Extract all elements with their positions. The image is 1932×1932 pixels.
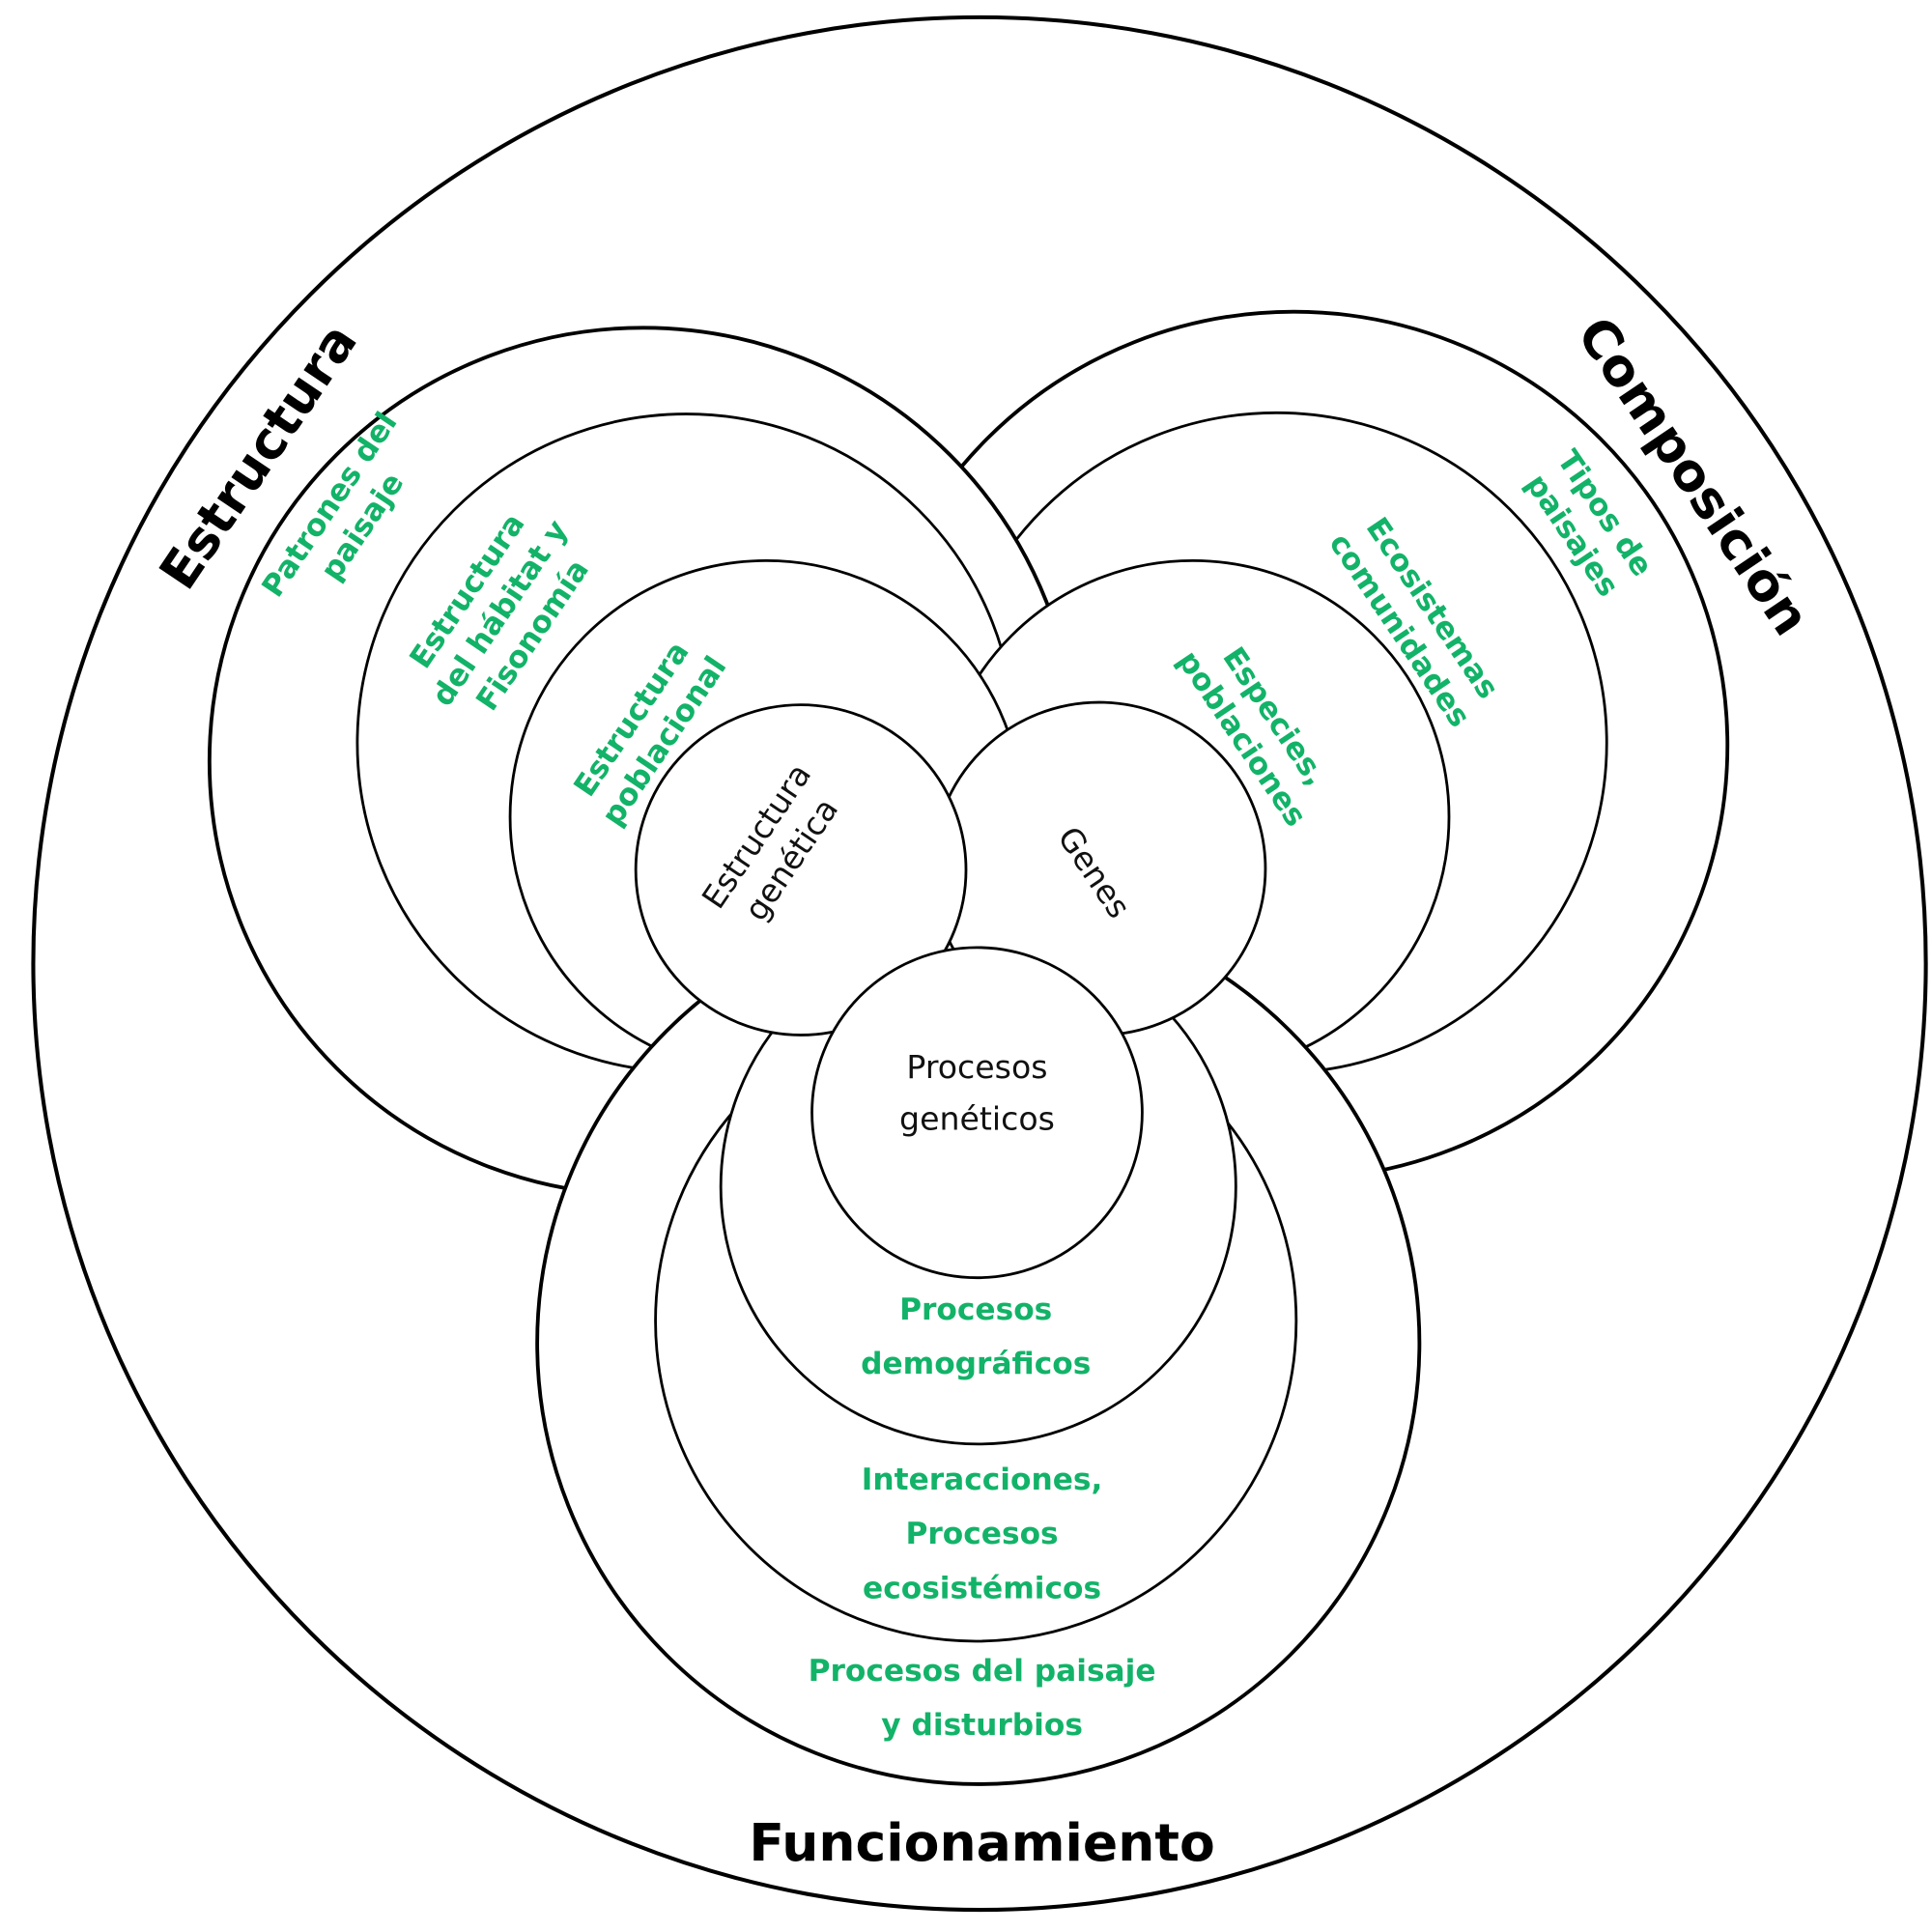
label-line: demográficos xyxy=(861,1347,1091,1381)
funcionamiento-ring-genetic-processes xyxy=(810,946,1144,1280)
label-line: Procesos del paisaje xyxy=(809,1654,1156,1689)
estructura-ring-genetic xyxy=(634,703,968,1037)
label-line: Procesos xyxy=(899,1293,1052,1327)
label-procesos-geneticos: Procesos genéticos xyxy=(899,1048,1055,1138)
label-interacciones-procesos-ecosistemicos: Interacciones, Procesos ecosistémicos xyxy=(862,1463,1103,1605)
title-funcionamiento: Funcionamiento xyxy=(749,1812,1214,1873)
label-line: Interacciones, xyxy=(862,1463,1103,1497)
label-line: Procesos xyxy=(905,1517,1058,1551)
label-procesos-demograficos: Procesos demográficos xyxy=(861,1293,1091,1381)
label-line: y disturbios xyxy=(881,1708,1083,1743)
label-line: Procesos xyxy=(906,1048,1047,1086)
label-procesos-paisaje-disturbios: Procesos del paisaje y disturbios xyxy=(809,1654,1156,1743)
label-line: genéticos xyxy=(899,1100,1055,1138)
label-line: ecosistémicos xyxy=(863,1571,1101,1605)
